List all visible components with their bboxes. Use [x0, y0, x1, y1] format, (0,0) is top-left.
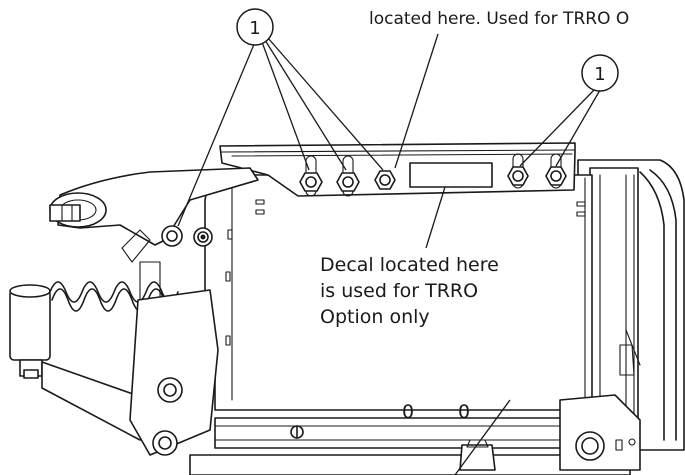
decal-note-line2: is used for TRRO [320, 280, 478, 302]
frame-mark-right: 0 [458, 401, 470, 423]
callout-balloon-right: 1 [581, 54, 619, 92]
frame-mark-left: 0 [402, 401, 414, 423]
svg-text:1: 1 [594, 64, 605, 85]
decal-note-line1: Decal located here [320, 254, 499, 276]
svg-text:1: 1 [249, 18, 260, 39]
lower-right-block [559, 329, 641, 471]
lever-arm [49, 167, 259, 246]
leader-lines [177, 33, 601, 475]
decal-note: Decal located here is used for TRRO Opti… [316, 250, 516, 334]
decal-rectangle [409, 162, 493, 188]
callout-balloon-left: 1 [236, 8, 274, 46]
decal-note-line3: Option only [320, 306, 430, 328]
lower-link [41, 289, 219, 456]
bracket-bolts [299, 153, 567, 197]
cylinder [9, 284, 51, 379]
callout-top-text: located here. Used for TRRO O [369, 9, 629, 29]
pivot-bolt-left [161, 225, 213, 247]
bottom-rail [189, 417, 631, 475]
